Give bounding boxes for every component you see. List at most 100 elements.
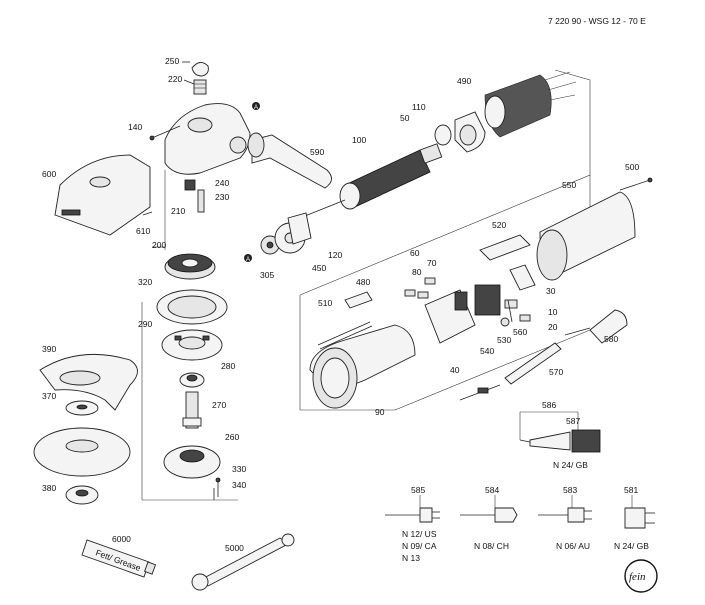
- label-80: 80: [412, 267, 422, 277]
- label-240: 240: [215, 178, 229, 188]
- label-480: 480: [356, 277, 370, 287]
- part-370-flange: [65, 400, 99, 416]
- part-60-70-80-contacts: [404, 277, 436, 299]
- part-50-bearing: [434, 124, 452, 146]
- label-40: 40: [450, 365, 460, 375]
- part-550-motor-housing: [536, 191, 636, 281]
- label-330: 330: [232, 464, 246, 474]
- label-581: 581: [624, 485, 638, 495]
- part-390-guard: [39, 353, 138, 411]
- part-120-fan-plate: [287, 212, 312, 245]
- part-100-armature: [299, 143, 443, 219]
- part-490-field-coil: [484, 71, 577, 138]
- label-540: 540: [480, 346, 494, 356]
- label-100: 100: [352, 135, 366, 145]
- part-10-switch: [504, 299, 518, 309]
- label-500: 500: [625, 162, 639, 172]
- label-60: 60: [410, 248, 420, 258]
- part-305-pinion: [260, 235, 280, 255]
- label-140: 140: [128, 122, 142, 132]
- variant-n13: N 13: [402, 553, 420, 563]
- part-585-plug-us: [385, 495, 440, 523]
- label-90: 90: [375, 407, 385, 417]
- part-500-screw: [619, 177, 653, 191]
- part-40-switch-housing: [424, 289, 476, 344]
- part-380-nut: [65, 485, 99, 505]
- fein-logo-icon: fein: [624, 559, 658, 593]
- part-140-screw: [149, 125, 181, 141]
- label-260: 260: [225, 432, 239, 442]
- part-280-bearing: [179, 372, 205, 388]
- part-30-switch-cap: [509, 264, 536, 291]
- part-510-rod: [317, 321, 373, 350]
- variant-n08ch: N 08/ CH: [474, 541, 509, 551]
- label-230: 230: [215, 192, 229, 202]
- label-584: 584: [485, 485, 499, 495]
- part-220-spring: [183, 79, 207, 95]
- part-530-screw: [500, 317, 510, 327]
- label-50: 50: [400, 113, 410, 123]
- label-6000: 6000: [112, 534, 131, 544]
- part-586-587-cable: [519, 411, 601, 453]
- label-510: 510: [318, 298, 332, 308]
- label-587: 587: [566, 416, 580, 426]
- label-390: 390: [42, 344, 56, 354]
- label-370: 370: [42, 391, 56, 401]
- part-5000-spanner: [191, 533, 295, 591]
- label-550: 550: [562, 180, 576, 190]
- mark-a-top: A: [254, 105, 258, 111]
- label-490: 490: [457, 76, 471, 86]
- label-583: 583: [563, 485, 577, 495]
- part-520-bracket: [479, 234, 531, 261]
- part-6000-grease-tube: Fett/ Grease: [81, 539, 157, 578]
- part-583-plug-au: [538, 495, 592, 523]
- variant-n12us: N 12/ US: [402, 529, 437, 539]
- part-270-spindle: [182, 391, 202, 429]
- label-280: 280: [221, 361, 235, 371]
- label-70: 70: [427, 258, 437, 268]
- label-320: 320: [138, 277, 152, 287]
- part-570-tube: [504, 342, 562, 385]
- label-110: 110: [412, 102, 426, 112]
- grinding-disc: [33, 427, 131, 477]
- variant-n06au: N 06/ AU: [556, 541, 590, 551]
- part-581-plug-gb: [624, 495, 655, 529]
- part-584-plug-ch: [460, 495, 518, 523]
- part-580-strain-relief: [564, 309, 628, 344]
- variant-n24gb-cable: N 24/ GB: [553, 460, 588, 470]
- part-480-switch-button: [344, 291, 373, 309]
- label-590: 590: [310, 147, 324, 157]
- label-290: 290: [138, 319, 152, 329]
- part-540-electronic: [474, 284, 501, 316]
- part-290-flange: [161, 329, 223, 361]
- part-320-gasket: [156, 289, 228, 325]
- part-250-cap: [182, 61, 209, 77]
- part-590-side-handle: [247, 132, 332, 189]
- part-110-bearing-seat: [454, 111, 486, 153]
- mark-a-bottom: A: [246, 257, 250, 263]
- part-240-pin: [197, 189, 205, 213]
- label-585: 585: [411, 485, 425, 495]
- label-600: 600: [42, 169, 56, 179]
- part-20-spring: [519, 314, 531, 322]
- label-530: 530: [497, 335, 511, 345]
- part-brush-wire: [459, 384, 501, 401]
- label-120: 120: [328, 250, 342, 260]
- part-330-screw: [215, 477, 221, 497]
- label-610: 610: [136, 226, 150, 236]
- label-450: 450: [312, 263, 326, 273]
- drawing-title: 7 220 90 - WSG 12 - 70 E: [548, 16, 646, 26]
- variant-labels: N 24/ GB N 12/ US N 09/ CA N 13 N 08/ CH…: [402, 460, 649, 563]
- label-30: 30: [546, 286, 556, 296]
- label-580: 580: [604, 334, 618, 344]
- label-340: 340: [232, 480, 246, 490]
- part-560-lever: [507, 299, 513, 323]
- part-600-cover: [54, 154, 151, 236]
- label-586: 586: [542, 400, 556, 410]
- callout-labels: 250 220 140 600 610 210 200 240 230 590 …: [42, 56, 639, 553]
- svg-text:fein: fein: [629, 571, 646, 583]
- label-5000: 5000: [225, 543, 244, 553]
- label-20: 20: [548, 322, 558, 332]
- part-200-gear-housing: [164, 103, 251, 191]
